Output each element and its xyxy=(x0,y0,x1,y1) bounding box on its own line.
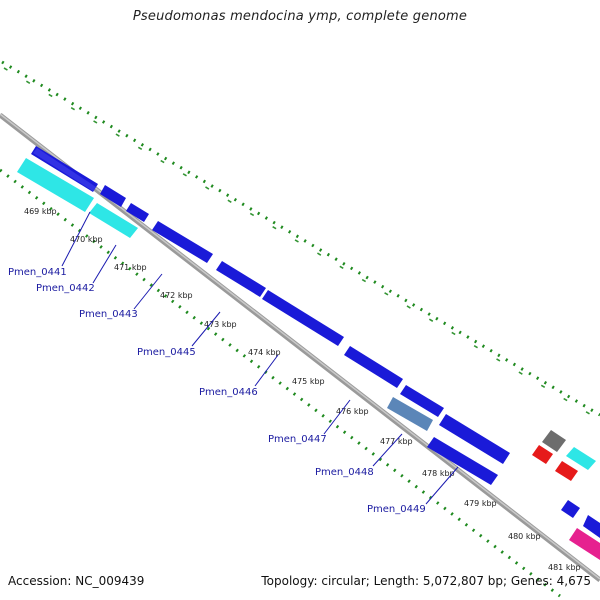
accession-label: Accession: NC_009439 xyxy=(8,574,145,588)
gene-feature[interactable] xyxy=(439,414,510,464)
gene-feature[interactable] xyxy=(126,203,149,222)
gene-feature[interactable] xyxy=(152,221,213,263)
ruler-label: 481 kbp xyxy=(548,563,581,572)
gene-feature[interactable] xyxy=(542,430,566,452)
gene-label-pmen-0442[interactable]: Pmen_0442 xyxy=(36,283,95,294)
gene-label-pmen-0449[interactable]: Pmen_0449 xyxy=(367,504,426,515)
gene-feature[interactable] xyxy=(427,437,498,485)
gene-feature[interactable] xyxy=(216,261,266,297)
gene-label-pmen-0443[interactable]: Pmen_0443 xyxy=(79,309,138,320)
gene-label-pmen-0448[interactable]: Pmen_0448 xyxy=(315,467,374,478)
gene-feature[interactable] xyxy=(583,515,600,538)
ruler-label: 480 kbp xyxy=(508,532,541,541)
ruler-label: 477 kbp xyxy=(380,437,413,446)
gene-feature[interactable] xyxy=(532,445,553,464)
gene-feature[interactable] xyxy=(33,148,96,191)
gene-feature[interactable] xyxy=(569,528,600,560)
gene-feature[interactable] xyxy=(262,290,344,346)
gene-feature[interactable] xyxy=(400,385,444,417)
inner-tick-ring xyxy=(0,168,561,598)
ruler-label: 474 kbp xyxy=(248,348,281,357)
ruler-label: 478 kbp xyxy=(422,469,455,478)
gene-feature[interactable] xyxy=(387,397,433,431)
gene-label-pmen-0441[interactable]: Pmen_0441 xyxy=(8,267,67,278)
ruler-label: 473 kbp xyxy=(204,320,237,329)
ruler-label: 470 kbp xyxy=(70,235,103,244)
ruler-labels: 469 kbp 470 kbp 471 kbp 472 kbp 473 kbp … xyxy=(24,207,581,572)
gene-label-leaders xyxy=(61,211,459,505)
gene-feature[interactable] xyxy=(17,158,94,212)
ruler-label: 469 kbp xyxy=(24,207,57,216)
gene-feature[interactable] xyxy=(561,500,580,518)
gene-feature[interactable] xyxy=(566,447,596,470)
gene-labels: Pmen_0441 Pmen_0442 Pmen_0443 Pmen_0445 … xyxy=(8,267,426,515)
ruler-label: 475 kbp xyxy=(292,377,325,386)
ruler-label: 476 kbp xyxy=(336,407,369,416)
genome-backbone xyxy=(0,113,600,582)
genome-summary: Topology: circular; Length: 5,072,807 bp… xyxy=(261,574,591,588)
gene-feature[interactable] xyxy=(89,203,138,238)
gene-label-pmen-0445[interactable]: Pmen_0445 xyxy=(137,347,196,358)
ruler-label: 479 kbp xyxy=(464,499,497,508)
gene-feature[interactable] xyxy=(555,461,578,481)
ruler-label: 471 kbp xyxy=(114,263,147,272)
gene-track xyxy=(17,146,600,560)
gene-feature[interactable] xyxy=(100,185,126,207)
gene-label-pmen-0446[interactable]: Pmen_0446 xyxy=(199,387,258,398)
map-title: Pseudomonas mendocina ymp, complete geno… xyxy=(132,9,468,24)
gene-feature[interactable] xyxy=(344,346,403,388)
ruler-label: 472 kbp xyxy=(160,291,193,300)
gene-label-pmen-0447[interactable]: Pmen_0447 xyxy=(268,434,327,445)
